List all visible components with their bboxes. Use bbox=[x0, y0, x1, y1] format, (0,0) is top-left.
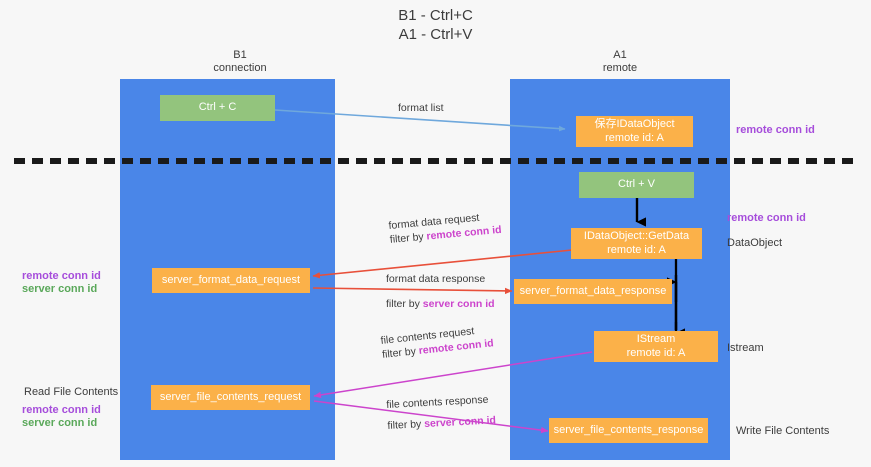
annotation-right-remote-conn-id-mid: remote conn id bbox=[727, 212, 806, 224]
edge-fcres-line1: file contents response bbox=[386, 393, 489, 411]
annotation-right-remote-conn-id-top: remote conn id bbox=[736, 124, 815, 136]
edge-fcres-key: server conn id bbox=[423, 414, 497, 431]
edge-label-format-list: format list bbox=[398, 101, 444, 115]
title-line-2: A1 - Ctrl+V bbox=[398, 26, 473, 43]
edge-fdres-line1: format data response bbox=[386, 273, 486, 285]
column-a1-name: A1 bbox=[613, 49, 627, 61]
edge-fdres-key: server conn id bbox=[422, 298, 495, 310]
edge-label-format-data-response: format data response filter by server co… bbox=[386, 272, 495, 311]
node-istream-sublabel: remote id: A bbox=[626, 346, 686, 359]
node-get-data-label: IDataObject::GetData bbox=[583, 230, 690, 242]
node-ctrl-v-label: Ctrl + V bbox=[618, 178, 655, 191]
node-server-format-data-request[interactable]: server_format_data_request bbox=[152, 268, 310, 293]
annotation-left-read-file-contents: Read File Contents bbox=[24, 386, 119, 398]
node-server-format-data-response-label: server_format_data_response bbox=[519, 284, 667, 297]
annotation-right-dataobject: DataObject bbox=[727, 237, 783, 249]
node-ctrl-c-label: Ctrl + C bbox=[198, 101, 237, 114]
node-istream[interactable]: IStream remote id: A bbox=[594, 331, 718, 362]
node-server-file-contents-response-label: server_file_contents_response bbox=[553, 423, 704, 436]
node-server-file-contents-response[interactable]: server_file_contents_response bbox=[549, 418, 708, 443]
node-server-format-data-request-label: server_format_data_request bbox=[161, 273, 301, 286]
node-server-format-data-response[interactable]: server_format_data_response bbox=[514, 279, 672, 304]
annotation-right-write-file-contents: Write File Contents bbox=[736, 425, 830, 437]
column-header-a1: A1 remote bbox=[530, 49, 710, 75]
annotation-left-server-conn-id-mid: server conn id bbox=[22, 283, 98, 295]
edge-fcres-line2: filter by bbox=[387, 418, 425, 432]
node-data-object-label: 保存IDataObject bbox=[594, 118, 675, 130]
edge-format-list-line1: format list bbox=[398, 102, 444, 114]
node-get-data-sublabel: remote id: A bbox=[607, 243, 666, 256]
node-server-file-contents-request-label: server_file_contents_request bbox=[159, 390, 302, 403]
annotation-left-remote-conn-id-bottom: remote conn id bbox=[22, 404, 101, 416]
annotation-left-server-conn-id-bottom: server conn id bbox=[22, 417, 98, 429]
edge-label-file-contents-response: file contents response filter by server … bbox=[386, 392, 496, 433]
annotation-right-istream: Istream bbox=[727, 342, 764, 354]
edge-fdres-line2: filter by bbox=[386, 298, 423, 310]
node-get-data[interactable]: IDataObject::GetData remote id: A bbox=[571, 228, 702, 259]
node-ctrl-c[interactable]: Ctrl + C bbox=[160, 95, 275, 121]
edge-fdreq-line2: filter by bbox=[389, 230, 428, 246]
node-server-file-contents-request[interactable]: server_file_contents_request bbox=[151, 385, 310, 410]
edge-label-format-data-request: format data request filter by remote con… bbox=[388, 209, 502, 247]
edge-label-file-contents-request: file contents request filter by remote c… bbox=[380, 322, 494, 362]
column-header-b1: B1 connection bbox=[150, 49, 330, 75]
title-line-1: B1 - Ctrl+C bbox=[398, 7, 473, 24]
annotation-left-remote-conn-id-mid: remote conn id bbox=[22, 270, 101, 282]
node-data-object-sublabel: remote id: A bbox=[605, 131, 664, 144]
edge-fcreq-line2: filter by bbox=[381, 345, 420, 361]
node-istream-label: IStream bbox=[636, 333, 676, 345]
column-a1-role: remote bbox=[602, 62, 638, 74]
node-data-object-remote[interactable]: 保存IDataObject remote id: A bbox=[576, 116, 693, 147]
column-b1-name: B1 bbox=[233, 49, 247, 61]
column-b1-role: connection bbox=[213, 62, 267, 74]
node-ctrl-v[interactable]: Ctrl + V bbox=[579, 172, 694, 198]
page-title: B1 - Ctrl+C A1 - Ctrl+V bbox=[0, 6, 871, 44]
